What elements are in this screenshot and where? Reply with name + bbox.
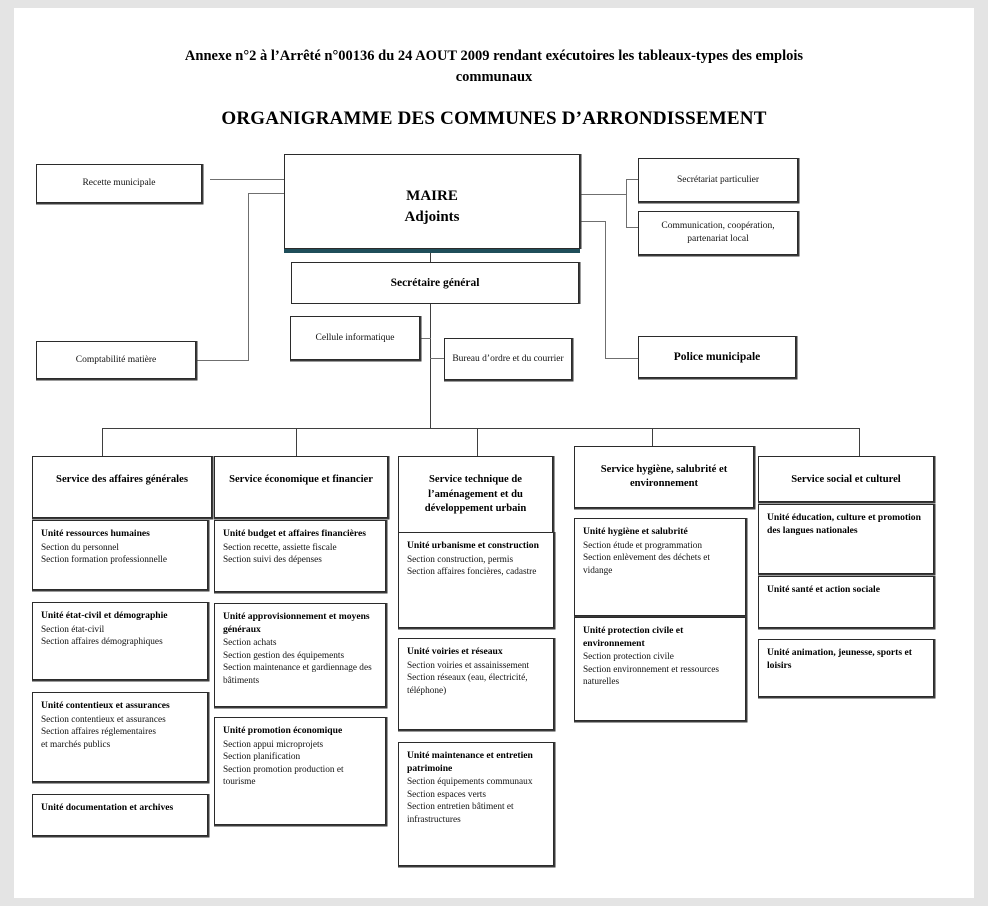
connector-right-branch-trunk <box>626 179 627 227</box>
connector-drop-service-4 <box>652 428 653 446</box>
unit-etat-civil-demographie[interactable]: Unité état-civil et démographie Section … <box>32 602 208 680</box>
connector-services-bus <box>102 428 859 429</box>
connector-police-horizontal <box>605 358 638 359</box>
connector-cellule-tap <box>419 338 431 339</box>
unit-ressources-humaines[interactable]: Unité ressources humaines Section du per… <box>32 520 208 590</box>
node-secretariat-particulier[interactable]: Secrétariat particulier <box>638 158 798 202</box>
unit-hygiene-salubrite[interactable]: Unité hygiène et salubrité Section étude… <box>574 518 746 616</box>
unit-maintenance-entretien-patrimoine[interactable]: Unité maintenance et entretien patrimoin… <box>398 742 554 866</box>
connector-to-communication <box>626 227 638 228</box>
secretaire-general-label: Secrétaire général <box>390 276 480 289</box>
unit-animation-jeunesse-sports-loisirs[interactable]: Unité animation, jeunesse, sports et loi… <box>758 639 934 697</box>
service-header-social-culturel[interactable]: Service social et culturel <box>758 456 934 502</box>
unit-budget-affaires-financieres[interactable]: Unité budget et affaires financières Sec… <box>214 520 386 592</box>
node-cellule-informatique[interactable]: Cellule informatique <box>290 316 420 360</box>
unit-urbanisme-construction[interactable]: Unité urbanisme et construction Section … <box>398 532 554 628</box>
document-page: Annexe n°2 à l’Arrêté n°00136 du 24 AOUT… <box>14 8 974 898</box>
adjoints-label: Adjoints <box>404 209 460 225</box>
connector-recette-to-maire <box>210 179 294 180</box>
cellule-informatique-label: Cellule informatique <box>315 332 395 343</box>
comptabilite-matiere-label: Comptabilité matière <box>75 354 157 365</box>
bureau-ordre-label: Bureau d’ordre et du courrier <box>452 353 564 364</box>
connector-to-secretariat <box>626 179 638 180</box>
node-comptabilite-matiere[interactable]: Comptabilité matière <box>36 341 196 379</box>
node-secretaire-general[interactable]: Secrétaire général <box>291 262 579 304</box>
service-header-affaires-generales[interactable]: Service des affaires générales <box>32 456 212 518</box>
maire-label: MAIRE <box>406 188 458 204</box>
unit-protection-civile-environnement[interactable]: Unité protection civile et environnement… <box>574 617 746 721</box>
node-police-municipale[interactable]: Police municipale <box>638 336 796 378</box>
unit-documentation-archives[interactable]: Unité documentation et archives <box>32 794 208 836</box>
connector-bureau-tap <box>430 358 444 359</box>
annex-title: Annexe n°2 à l’Arrêté n°00136 du 24 AOUT… <box>184 48 804 85</box>
unit-promotion-economique[interactable]: Unité promotion économique Section appui… <box>214 717 386 825</box>
node-maire[interactable]: MAIRE Adjoints <box>284 154 580 249</box>
police-municipale-label: Police municipale <box>673 350 761 363</box>
node-recette-municipale[interactable]: Recette municipale <box>36 164 202 203</box>
unit-sante-action-sociale[interactable]: Unité santé et action sociale <box>758 576 934 628</box>
connector-maire-right-stub <box>579 194 626 195</box>
page-title: ORGANIGRAMME DES COMMUNES D’ARRONDISSEME… <box>221 108 767 129</box>
recette-municipale-label: Recette municipale <box>82 178 156 188</box>
service-header-economique-financier[interactable]: Service économique et financier <box>214 456 388 518</box>
connector-drop-service-2 <box>296 428 297 456</box>
connector-police-vertical <box>605 221 606 358</box>
service-header-technique-urbain[interactable]: Service technique de l’aménagement et du… <box>398 456 553 534</box>
unit-approvisionnement-moyens-generaux[interactable]: Unité approvisionnement et moyens généra… <box>214 603 386 707</box>
connector-sg-trunk <box>430 304 431 428</box>
connector-comptabilite-to-trunk <box>196 360 249 361</box>
connector-drop-service-5 <box>859 428 860 456</box>
connector-maire-to-sg <box>430 249 431 263</box>
connector-maire-to-police-stub <box>579 221 605 222</box>
unit-contentieux-assurances[interactable]: Unité contentieux et assurances Section … <box>32 692 208 782</box>
connector-maire-left-stub <box>248 193 296 194</box>
service-header-hygiene-environnement[interactable]: Service hygiène, salubrité et environnem… <box>574 446 754 508</box>
connector-drop-service-1 <box>102 428 103 456</box>
maire-accent-bar <box>284 249 580 253</box>
node-communication[interactable]: Communication, coopération, partenariat … <box>638 211 798 255</box>
connector-drop-service-3 <box>477 428 478 456</box>
unit-voiries-reseaux[interactable]: Unité voiries et réseaux Section voiries… <box>398 638 554 730</box>
secretariat-particulier-label: Secrétariat particulier <box>676 174 760 185</box>
unit-education-culture-langues[interactable]: Unité éducation, culture et promotion de… <box>758 504 934 574</box>
node-bureau-ordre[interactable]: Bureau d’ordre et du courrier <box>444 338 572 380</box>
connector-left-trunk <box>248 193 249 360</box>
communication-label: Communication, coopération, partenariat … <box>661 221 775 244</box>
